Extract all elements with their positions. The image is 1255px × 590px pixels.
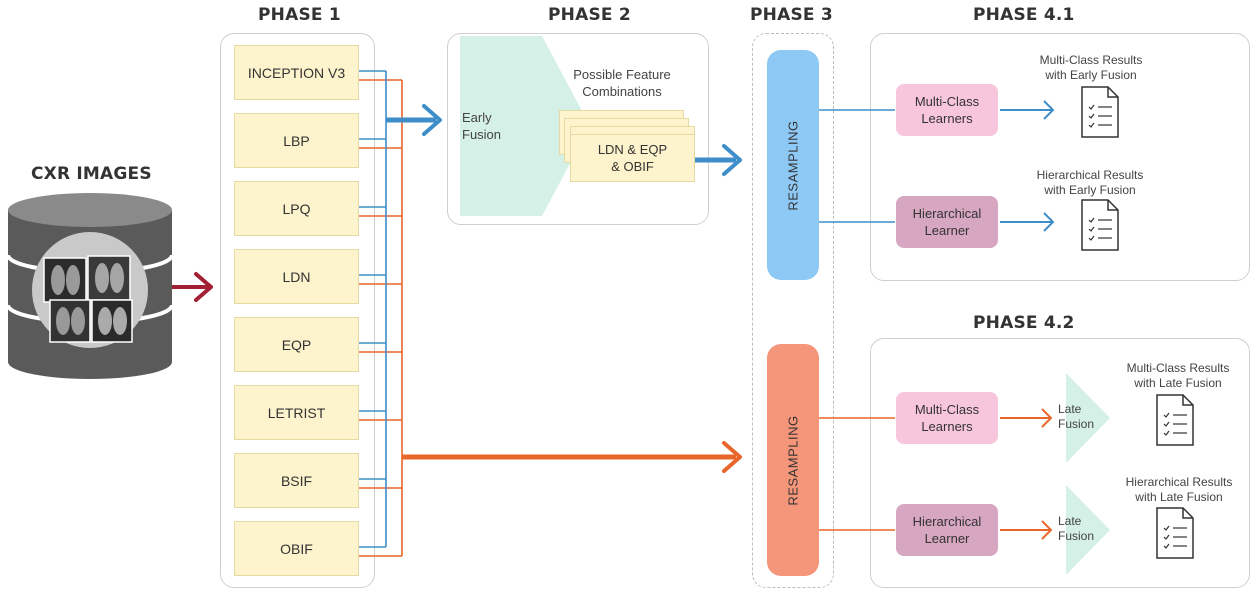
- p42-late-fusion-label-1: Late Fusion: [1058, 402, 1108, 432]
- p42-res-multi-line1: Multi-Class Results: [1126, 361, 1230, 375]
- p41-hier-line2: Learner: [924, 223, 970, 238]
- phase2-title: PHASE 2: [548, 5, 631, 25]
- source-title: CXR IMAGES: [31, 164, 152, 184]
- p42-multi-line1: Multi-Class: [914, 402, 980, 417]
- feature-lbp: LBP: [234, 113, 359, 168]
- p42-late1-line1: Late: [1058, 402, 1082, 416]
- phase41-title: PHASE 4.1: [973, 5, 1075, 25]
- combo-line2: & OBIF: [611, 159, 654, 174]
- late-fusion-shape-2: [1066, 485, 1110, 575]
- p42-res-hier-line2: with Late Fusion: [1135, 490, 1223, 504]
- resampling-late-label: RESAMPLING: [785, 414, 801, 506]
- document-checklist-icon: [1156, 394, 1194, 446]
- p41-res-hier-line1: Hierarchical Results: [1036, 168, 1144, 182]
- p41-multi-line2: Learners: [921, 111, 973, 126]
- feature-lpq: LPQ: [234, 181, 359, 236]
- p42-hier-line1: Hierarchical: [912, 514, 982, 529]
- p42-hier-results-label: Hierarchical Results with Late Fusion: [1106, 475, 1252, 505]
- feature-eqp: EQP: [234, 317, 359, 372]
- combo-card-front: LDN & EQP & OBIF: [570, 134, 695, 182]
- late-fusion-shape-1: [1066, 373, 1110, 463]
- document-checklist-icon: [1081, 199, 1119, 251]
- p42-late2-line1: Late: [1058, 514, 1082, 528]
- feature-inception-v3: INCEPTION V3: [234, 45, 359, 100]
- p42-res-hier-line1: Hierarchical Results: [1125, 475, 1233, 489]
- feature-obif: OBIF: [234, 521, 359, 576]
- p41-hier-results-label: Hierarchical Results with Early Fusion: [1020, 168, 1160, 198]
- p41-multi-line1: Multi-Class: [914, 94, 980, 109]
- p42-late2-line2: Fusion: [1058, 529, 1095, 543]
- combo-line1: LDN & EQP: [597, 142, 668, 157]
- resampling-early: RESAMPLING: [767, 50, 819, 280]
- early-fusion-line1: Early: [462, 110, 492, 125]
- p42-late1-line2: Fusion: [1058, 417, 1095, 431]
- xray-images-icon: [43, 255, 133, 343]
- p42-res-multi-line2: with Late Fusion: [1134, 376, 1222, 390]
- p41-res-multi-line2: with Early Fusion: [1045, 68, 1137, 82]
- document-checklist-icon: [1156, 507, 1194, 559]
- p41-res-hier-line2: with Early Fusion: [1044, 183, 1136, 197]
- phase42-title: PHASE 4.2: [973, 313, 1075, 333]
- early-fusion-label: Early Fusion: [462, 109, 512, 143]
- p42-hier-line2: Learner: [924, 531, 970, 546]
- p41-multi-results-label: Multi-Class Results with Early Fusion: [1026, 53, 1156, 83]
- resampling-late: RESAMPLING: [767, 344, 819, 576]
- p41-hier-line1: Hierarchical: [912, 206, 982, 221]
- feature-bsif: BSIF: [234, 453, 359, 508]
- p42-multi-results-label: Multi-Class Results with Late Fusion: [1108, 361, 1248, 391]
- combinations-line2: Combinations: [582, 84, 662, 99]
- p42-late-fusion-label-2: Late Fusion: [1058, 514, 1108, 544]
- combinations-label: Possible Feature Combinations: [548, 66, 696, 100]
- early-fusion-line2: Fusion: [462, 127, 502, 142]
- phase1-title: PHASE 1: [258, 5, 341, 25]
- p41-res-multi-line1: Multi-Class Results: [1039, 53, 1143, 67]
- document-checklist-icon: [1081, 86, 1119, 138]
- early-fusion-shape: [460, 36, 590, 216]
- resampling-early-label: RESAMPLING: [785, 119, 801, 211]
- phase3-title: PHASE 3: [750, 5, 833, 25]
- p42-multi-line2: Learners: [921, 419, 973, 434]
- feature-ldn: LDN: [234, 249, 359, 304]
- combinations-line1: Possible Feature: [573, 67, 671, 82]
- feature-letrist: LETRIST: [234, 385, 359, 440]
